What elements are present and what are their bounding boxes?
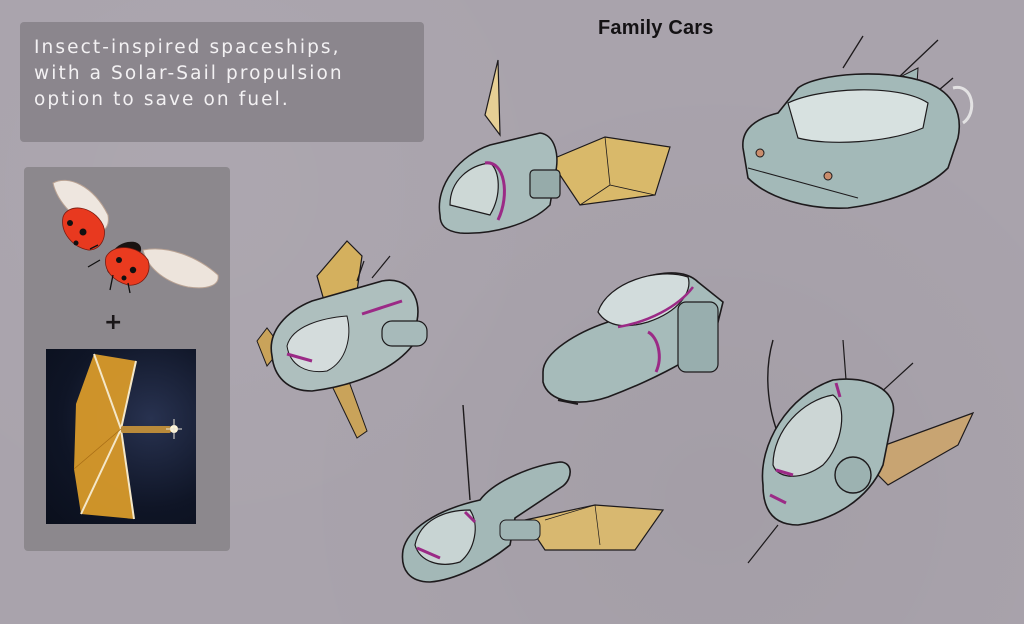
page-title: Family Cars	[598, 17, 714, 39]
caption-line-2: with a Solar-Sail propulsion	[34, 63, 344, 84]
caption-box: Insect-inspired spaceships, with a Solar…	[20, 22, 424, 142]
ship-sketch-6	[738, 335, 988, 574]
ship-sketch-3	[252, 236, 442, 450]
caption-line-3: option to save on fuel.	[34, 89, 290, 110]
ship-sketch-4	[538, 262, 738, 416]
caption-line-1: Insect-inspired spaceships,	[34, 37, 341, 58]
ship-sketch-5	[395, 400, 665, 594]
plus-sign: +	[104, 310, 123, 335]
ship-sketch-1	[430, 55, 680, 249]
solar-sail-photo	[46, 349, 196, 524]
ladybug-image	[48, 175, 223, 305]
ship-sketch-2	[738, 28, 978, 222]
